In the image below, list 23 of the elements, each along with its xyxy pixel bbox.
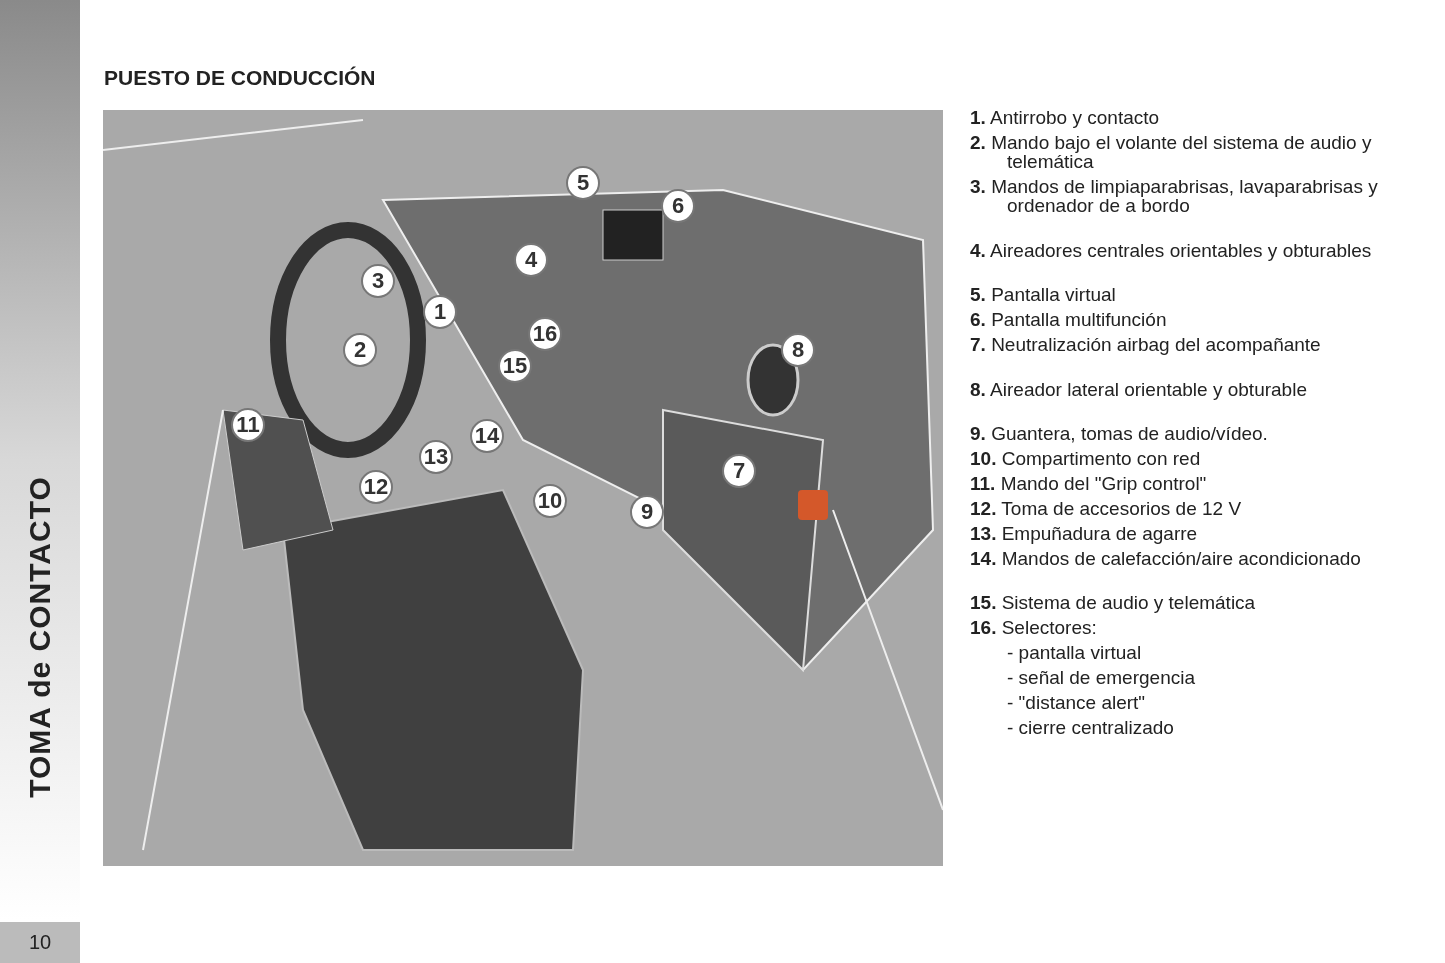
page-title: PUESTO DE CONDUCCIÓN xyxy=(104,66,376,90)
legend-item: 4. Aireadores centrales orientables y obturables xyxy=(970,241,1373,260)
legend-item: 8. Aireador lateral orientable y obturable xyxy=(970,380,1308,399)
legend-item: 13. Empuñadura de agarre xyxy=(970,524,1199,543)
list-subitem: - cierre centralizado xyxy=(1007,718,1174,737)
legend-item: 12. Toma de accesorios de 12 V xyxy=(970,499,1243,518)
legend-item: 14. Mandos de calefacción/aire acondicionado xyxy=(970,549,1362,568)
section-title: TOMA de CONTACTO xyxy=(23,475,57,800)
list-subitem: - pantalla virtual xyxy=(1007,643,1142,662)
list-subitem: - señal de emergencia xyxy=(1007,668,1195,687)
legend-item: 3. Mandos de limpiaparabrisas, lavaparabrisas y ordenador de a bordo xyxy=(970,177,1379,215)
legend-item: 9. Guantera, tomas de audio/vídeo. xyxy=(970,424,1269,443)
legend-item: 6. Pantalla multifunción xyxy=(970,310,1168,329)
page-number: 10 xyxy=(0,922,80,963)
legend-item: 5. Pantalla virtual xyxy=(970,285,1117,304)
list-subitem: - "distance alert" xyxy=(1007,693,1146,712)
legend-item: 1. Antirrobo y contacto xyxy=(970,108,1161,127)
legend-item: 16. Selectores: xyxy=(970,618,1098,637)
legend-item: 10. Compartimento con red xyxy=(970,449,1202,468)
legend-item: 7. Neutralización airbag del acompañante xyxy=(970,335,1322,354)
legend-item: 15. Sistema de audio y telemática xyxy=(970,593,1257,612)
legend-item: 11. Mando del "Grip control" xyxy=(970,474,1208,493)
legend-item: 2. Mando bajo el volante del sistema de audio y telemática xyxy=(970,133,1373,171)
